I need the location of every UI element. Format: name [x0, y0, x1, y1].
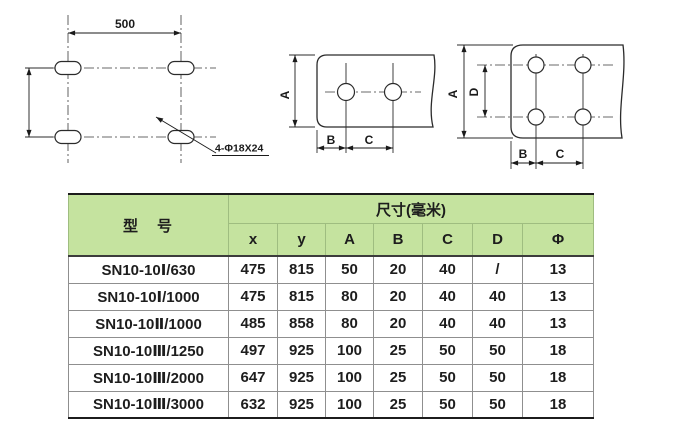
model-cell: SN10-10Ⅲ/2000 — [68, 363, 229, 392]
b-cell: 25 — [373, 390, 423, 419]
b-cell: 20 — [373, 309, 423, 338]
dim-a-label: A — [446, 89, 460, 98]
technical-drawings: 500 4-Φ18X24 A B C — [0, 0, 680, 192]
d-cell: 40 — [472, 309, 523, 338]
phi-cell: 13 — [521, 255, 595, 284]
b-cell: 25 — [373, 363, 423, 392]
column-header-c: C — [422, 223, 473, 257]
bolt-hole — [574, 56, 592, 74]
y-cell: 925 — [277, 363, 326, 392]
b-cell: 20 — [373, 282, 423, 311]
a-cell: 80 — [325, 309, 374, 338]
two-hole-view-drawing: A B C — [278, 54, 436, 153]
model-cell: SN10-10Ⅲ/1250 — [68, 336, 229, 365]
dim-b-label: B — [327, 133, 336, 147]
c-cell: 40 — [422, 282, 473, 311]
a-cell: 100 — [325, 390, 374, 419]
a-cell: 100 — [325, 363, 374, 392]
bolt-hole — [527, 108, 545, 126]
phi-cell: 18 — [521, 363, 595, 392]
column-header-a: A — [325, 223, 374, 257]
slot-hole — [167, 60, 195, 76]
column-header-b: B — [373, 223, 423, 257]
table-header-row-1: 型 号 尺寸(毫米) — [68, 193, 595, 257]
four-hole-view-drawing: A D B C — [446, 44, 625, 169]
b-cell: 25 — [373, 336, 423, 365]
phi-cell: 18 — [521, 390, 595, 419]
model-column-header: 型 号 — [68, 193, 229, 257]
c-cell: 40 — [422, 255, 473, 284]
column-header-x: x — [228, 223, 278, 257]
column-header-phi: Φ — [521, 223, 595, 257]
table-header-row-2: x y A B C D Φ — [69, 223, 595, 257]
table-row: SN10-10Ⅲ/3000 632 925 100 25 50 50 18 — [68, 390, 595, 419]
x-cell: 632 — [228, 390, 278, 419]
dimensions-table: 型 号 尺寸(毫米) x y A B C D Φ SN10-10Ⅰ/630 47… — [68, 193, 595, 419]
d-cell: 50 — [472, 336, 523, 365]
slot-hole — [54, 129, 82, 145]
y-cell: 815 — [277, 255, 326, 284]
c-cell: 50 — [422, 363, 473, 392]
width-dimension-label: 500 — [115, 17, 135, 31]
slot-hole — [167, 129, 195, 145]
model-cell: SN10-10Ⅰ/1000 — [68, 282, 229, 311]
phi-cell: 18 — [521, 336, 595, 365]
slot-note-leader — [155, 116, 217, 154]
a-cell: 80 — [325, 282, 374, 311]
dim-c-label: C — [556, 147, 565, 161]
phi-cell: 13 — [521, 282, 595, 311]
table-row: SN10-10Ⅱ/1000 485 858 80 20 40 40 13 — [68, 309, 595, 338]
dim-b-label: B — [519, 147, 528, 161]
dimensions-group-header: 尺寸(毫米) — [227, 193, 595, 224]
y-cell: 815 — [277, 282, 326, 311]
d-cell: 50 — [472, 363, 523, 392]
x-cell: 475 — [228, 255, 278, 284]
d-cell: / — [472, 255, 523, 284]
dim-d-label: D — [467, 87, 481, 96]
table-row: SN10-10Ⅲ/2000 647 925 100 25 50 50 18 — [68, 363, 595, 392]
slot-note-label: 4-Φ18X24 — [215, 143, 263, 155]
bolt-hole — [336, 82, 356, 102]
bolt-hole — [574, 108, 592, 126]
model-cell: SN10-10Ⅱ/1000 — [68, 309, 229, 338]
dim-a-label: A — [278, 90, 292, 99]
model-cell: SN10-10Ⅰ/630 — [68, 255, 229, 284]
c-cell: 50 — [422, 336, 473, 365]
c-cell: 40 — [422, 309, 473, 338]
x-cell: 497 — [228, 336, 278, 365]
table-row: SN10-10Ⅲ/1250 497 925 100 25 50 50 18 — [68, 336, 595, 365]
table-row: SN10-10Ⅰ/630 475 815 50 20 40 / 13 — [68, 255, 595, 284]
table-row: SN10-10Ⅰ/1000 475 815 80 20 40 40 13 — [68, 282, 595, 311]
mounting-plan-drawing: 500 4-Φ18X24 — [25, 15, 269, 163]
a-cell: 100 — [325, 336, 374, 365]
y-cell: 925 — [277, 390, 326, 419]
x-cell: 475 — [228, 282, 278, 311]
b-cell: 20 — [373, 255, 423, 284]
slot-hole — [54, 60, 82, 76]
bolt-hole — [383, 82, 403, 102]
bolt-hole — [527, 56, 545, 74]
a-cell: 50 — [325, 255, 374, 284]
dim-c-label: C — [365, 133, 374, 147]
d-cell: 40 — [472, 282, 523, 311]
phi-cell: 13 — [521, 309, 595, 338]
x-cell: 647 — [228, 363, 278, 392]
column-header-y: y — [277, 223, 326, 257]
model-cell: SN10-10Ⅲ/3000 — [68, 390, 229, 419]
d-cell: 50 — [472, 390, 523, 419]
column-header-d: D — [472, 223, 523, 257]
y-cell: 925 — [277, 336, 326, 365]
drawings-canvas: 500 4-Φ18X24 A B C — [25, 15, 625, 169]
c-cell: 50 — [422, 390, 473, 419]
y-cell: 858 — [277, 309, 326, 338]
x-cell: 485 — [228, 309, 278, 338]
